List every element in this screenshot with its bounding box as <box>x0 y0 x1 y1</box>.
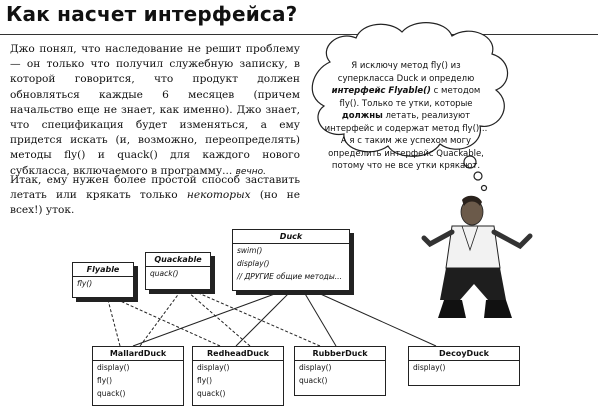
rubberduck-method: display() <box>299 363 332 372</box>
bubble-text-4: должны <box>341 111 383 121</box>
flyable-name: Flyable <box>73 263 133 277</box>
implementation-lines <box>102 282 321 347</box>
mallardduck-method: fly() <box>97 376 113 385</box>
redheadduck-name: RedheadDuck <box>193 347 283 361</box>
decoyduck-name: DecoyDuck <box>409 347 519 361</box>
bubble-text-2: интерфейс Flyable() <box>331 86 431 96</box>
duck-method: display() <box>237 259 270 268</box>
redheadduck-method: fly() <box>197 376 213 385</box>
paragraph-2-after: (но не всех!) уток. <box>10 189 300 217</box>
flyable-interface-box: Flyable fly() <box>72 262 134 298</box>
mallardduck-method: display() <box>97 363 130 372</box>
thought-cloud <box>311 22 509 192</box>
paragraph-1: Джо понял, что наследование не решит про… <box>10 42 300 180</box>
bubble-text-5: летать, реализуют интерфейс и содержат м… <box>324 111 488 171</box>
quackable-interface-box: Quackable quack() <box>145 252 211 290</box>
title-rule <box>0 34 598 35</box>
quackable-name: Quackable <box>146 253 210 267</box>
bubble-text-3: с методом fly(). Только те утки, которые <box>339 86 481 109</box>
mallardduck-method: quack() <box>97 389 126 398</box>
duck-class-box: Duck swim() display() // ДРУГИЕ общие ме… <box>232 229 350 291</box>
mallardduck-name: MallardDuck <box>93 347 183 361</box>
thought-bubble-text: Я исключу метод fly() из суперкласса Duc… <box>322 60 490 173</box>
paragraph-2-before: Итак, ему нужен более простой способ зас… <box>10 174 300 202</box>
decoyduck-method: display() <box>413 363 446 372</box>
mallardduck-class-box: MallardDuck display() fly() quack() <box>92 346 184 406</box>
redheadduck-method: quack() <box>197 389 226 398</box>
duck-method: // ДРУГИЕ общие методы... <box>237 272 342 281</box>
paragraph-2: Итак, ему нужен более простой способ зас… <box>10 173 300 219</box>
paragraph-1-emphasis: вечно. <box>235 166 266 177</box>
person-illustration <box>421 195 533 318</box>
flyable-method: fly() <box>77 279 93 288</box>
rubberduck-name: RubberDuck <box>295 347 385 361</box>
quackable-method: quack() <box>150 269 179 278</box>
decoyduck-class-box: DecoyDuck display() <box>408 346 520 386</box>
bubble-text-1: Я исключу метод fly() из суперкласса Duc… <box>337 61 475 84</box>
rubberduck-method: quack() <box>299 376 328 385</box>
duck-name: Duck <box>233 230 349 244</box>
duck-method: swim() <box>237 246 263 255</box>
page-title: Как насчет интерфейса? <box>6 2 298 26</box>
redheadduck-class-box: RedheadDuck display() fly() quack() <box>192 346 284 406</box>
paragraph-1-text: Джо понял, что наследование не решит про… <box>10 43 300 177</box>
rubberduck-class-box: RubberDuck display() quack() <box>294 346 386 396</box>
redheadduck-method: display() <box>197 363 230 372</box>
paragraph-2-italic: некоторых <box>186 189 251 202</box>
